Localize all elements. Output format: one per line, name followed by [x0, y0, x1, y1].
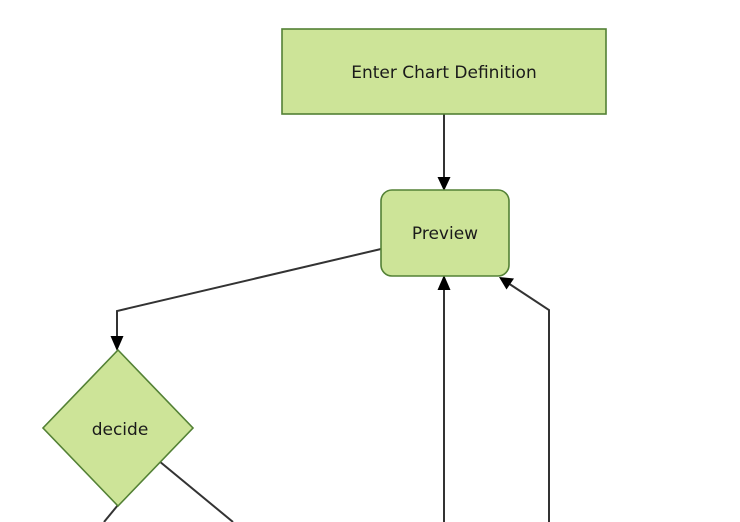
edge-bottom-center-to-preview — [437, 275, 451, 522]
edge-line — [507, 282, 550, 522]
node-decide[interactable]: decide — [41, 348, 195, 508]
edge-decide-right-out — [158, 460, 234, 522]
node-enter-chart-definition[interactable]: Enter Chart Definition — [281, 28, 607, 115]
edge-line — [158, 460, 234, 522]
arrowhead-down-icon — [437, 177, 451, 191]
node-shape-diamond[interactable] — [41, 348, 195, 508]
arrowhead-up-icon — [437, 275, 451, 290]
edge-enter-to-preview — [437, 114, 451, 191]
edge-line — [103, 504, 119, 522]
arrowhead-up-left-icon — [499, 277, 514, 290]
edge-bottom-right-to-preview — [499, 277, 550, 522]
edge-preview-to-decide — [110, 248, 382, 351]
arrowhead-down-icon — [110, 336, 124, 351]
edge-decide-bottom-out — [103, 504, 119, 522]
node-shape-rectangle[interactable] — [281, 28, 607, 115]
node-preview[interactable]: Preview — [380, 189, 510, 277]
edge-line — [116, 248, 382, 341]
node-shape-rounded-rectangle[interactable] — [380, 189, 510, 277]
